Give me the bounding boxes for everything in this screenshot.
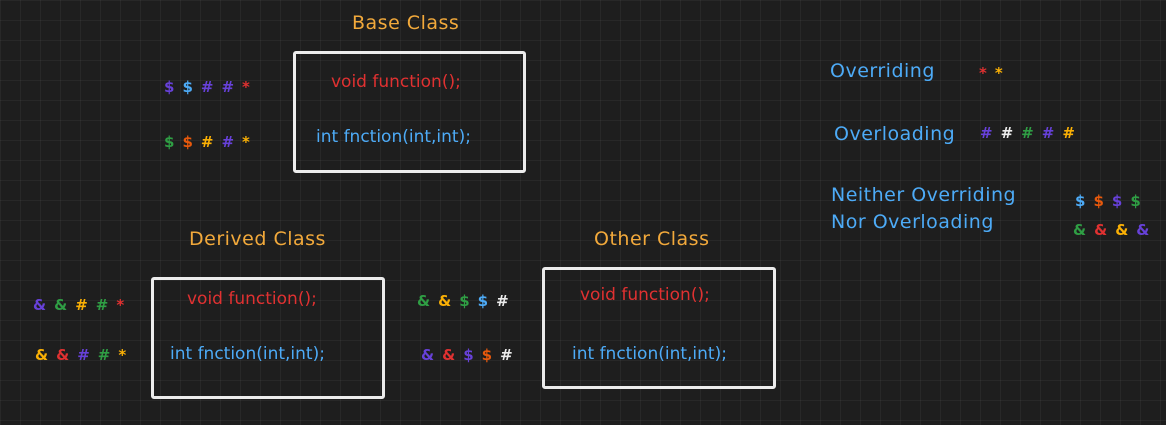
base-void-function: void function(); bbox=[331, 72, 461, 92]
derived-symbols-row-1: &&##* bbox=[33, 296, 124, 314]
other-symbols-row-1: &&$$# bbox=[417, 292, 509, 310]
symbol-mark: & bbox=[442, 346, 456, 364]
base-class-title: Base Class bbox=[352, 12, 460, 34]
symbol-mark: $ bbox=[481, 346, 493, 364]
legend-overloading-label: Overloading bbox=[834, 123, 956, 145]
base-int-fnction: int fnction(int,int); bbox=[316, 127, 471, 147]
symbol-mark: & bbox=[56, 346, 70, 364]
symbol-mark: & bbox=[54, 296, 68, 314]
symbol-mark: # bbox=[75, 296, 88, 314]
other-class-box bbox=[542, 267, 776, 389]
symbol-mark: $ bbox=[1093, 192, 1104, 210]
other-class-title: Other Class bbox=[594, 228, 710, 250]
legend-overloading-symbols: # # # # # bbox=[980, 124, 1075, 142]
base-symbols-row-1: $ $ # # * bbox=[164, 78, 250, 96]
symbol-mark: & bbox=[1115, 221, 1129, 239]
symbol-mark: # bbox=[95, 296, 109, 314]
derived-int-fnction: int fnction(int,int); bbox=[170, 344, 325, 364]
symbol-mark: * bbox=[979, 64, 987, 82]
base-symbols-row-2: $ $ # # * bbox=[164, 133, 250, 151]
symbol-mark: * bbox=[118, 346, 127, 364]
symbol-mark: & bbox=[1073, 221, 1087, 239]
derived-symbols-row-2: &&##* bbox=[35, 346, 126, 364]
symbol-mark: & bbox=[417, 292, 431, 310]
legend-neither-label-line-2: Nor Overloading bbox=[831, 211, 994, 233]
symbol-mark: # bbox=[200, 78, 214, 96]
symbol-mark: $ bbox=[182, 133, 193, 151]
symbol-mark: $ bbox=[477, 292, 489, 310]
symbol-mark: # bbox=[221, 133, 235, 151]
symbol-mark: * bbox=[994, 64, 1003, 82]
symbol-mark: $ bbox=[463, 346, 474, 364]
symbol-mark: $ bbox=[459, 292, 470, 310]
symbol-mark: $ bbox=[164, 133, 175, 151]
legend-neither-label-line-1: Neither Overriding bbox=[831, 184, 1017, 206]
symbol-mark: # bbox=[77, 346, 90, 364]
symbol-mark: # bbox=[980, 124, 993, 142]
symbol-mark: # bbox=[500, 346, 513, 364]
symbol-mark: & bbox=[438, 292, 452, 310]
other-symbols-row-2: &&$$# bbox=[421, 346, 513, 364]
legend-neither-symbols-row-2: &&&& bbox=[1073, 221, 1149, 239]
symbol-mark: # bbox=[200, 133, 214, 151]
symbol-mark: # bbox=[1041, 124, 1055, 142]
symbol-mark: & bbox=[35, 346, 49, 364]
other-void-function: void function(); bbox=[580, 285, 710, 305]
symbol-mark: # bbox=[496, 292, 509, 310]
symbol-mark: $ bbox=[182, 78, 193, 96]
symbol-mark: & bbox=[33, 296, 47, 314]
symbol-mark: $ bbox=[164, 78, 175, 96]
symbol-mark: # bbox=[1000, 124, 1014, 142]
symbol-mark: * bbox=[116, 296, 125, 314]
symbol-mark: $ bbox=[1130, 192, 1141, 210]
symbol-mark: # bbox=[1021, 124, 1034, 142]
symbol-mark: $ bbox=[1111, 192, 1123, 210]
symbol-mark: & bbox=[1136, 221, 1150, 239]
symbol-mark: & bbox=[1094, 221, 1108, 239]
legend-neither-symbols-row-1: $ $ $ $ bbox=[1075, 192, 1141, 210]
legend-overriding-symbols: ** bbox=[979, 64, 1003, 82]
symbol-mark: # bbox=[221, 78, 235, 96]
symbol-mark: # bbox=[1062, 124, 1075, 142]
symbol-mark: & bbox=[421, 346, 435, 364]
symbol-mark: * bbox=[242, 78, 250, 96]
derived-class-title: Derived Class bbox=[189, 228, 326, 250]
derived-class-box bbox=[151, 277, 385, 399]
symbol-mark: * bbox=[242, 133, 250, 151]
other-int-fnction: int fnction(int,int); bbox=[572, 344, 727, 364]
derived-void-function: void function(); bbox=[187, 289, 317, 309]
symbol-mark: # bbox=[97, 346, 111, 364]
symbol-mark: $ bbox=[1075, 192, 1086, 210]
legend-overriding-label: Overriding bbox=[830, 60, 935, 82]
base-class-box bbox=[293, 51, 526, 173]
